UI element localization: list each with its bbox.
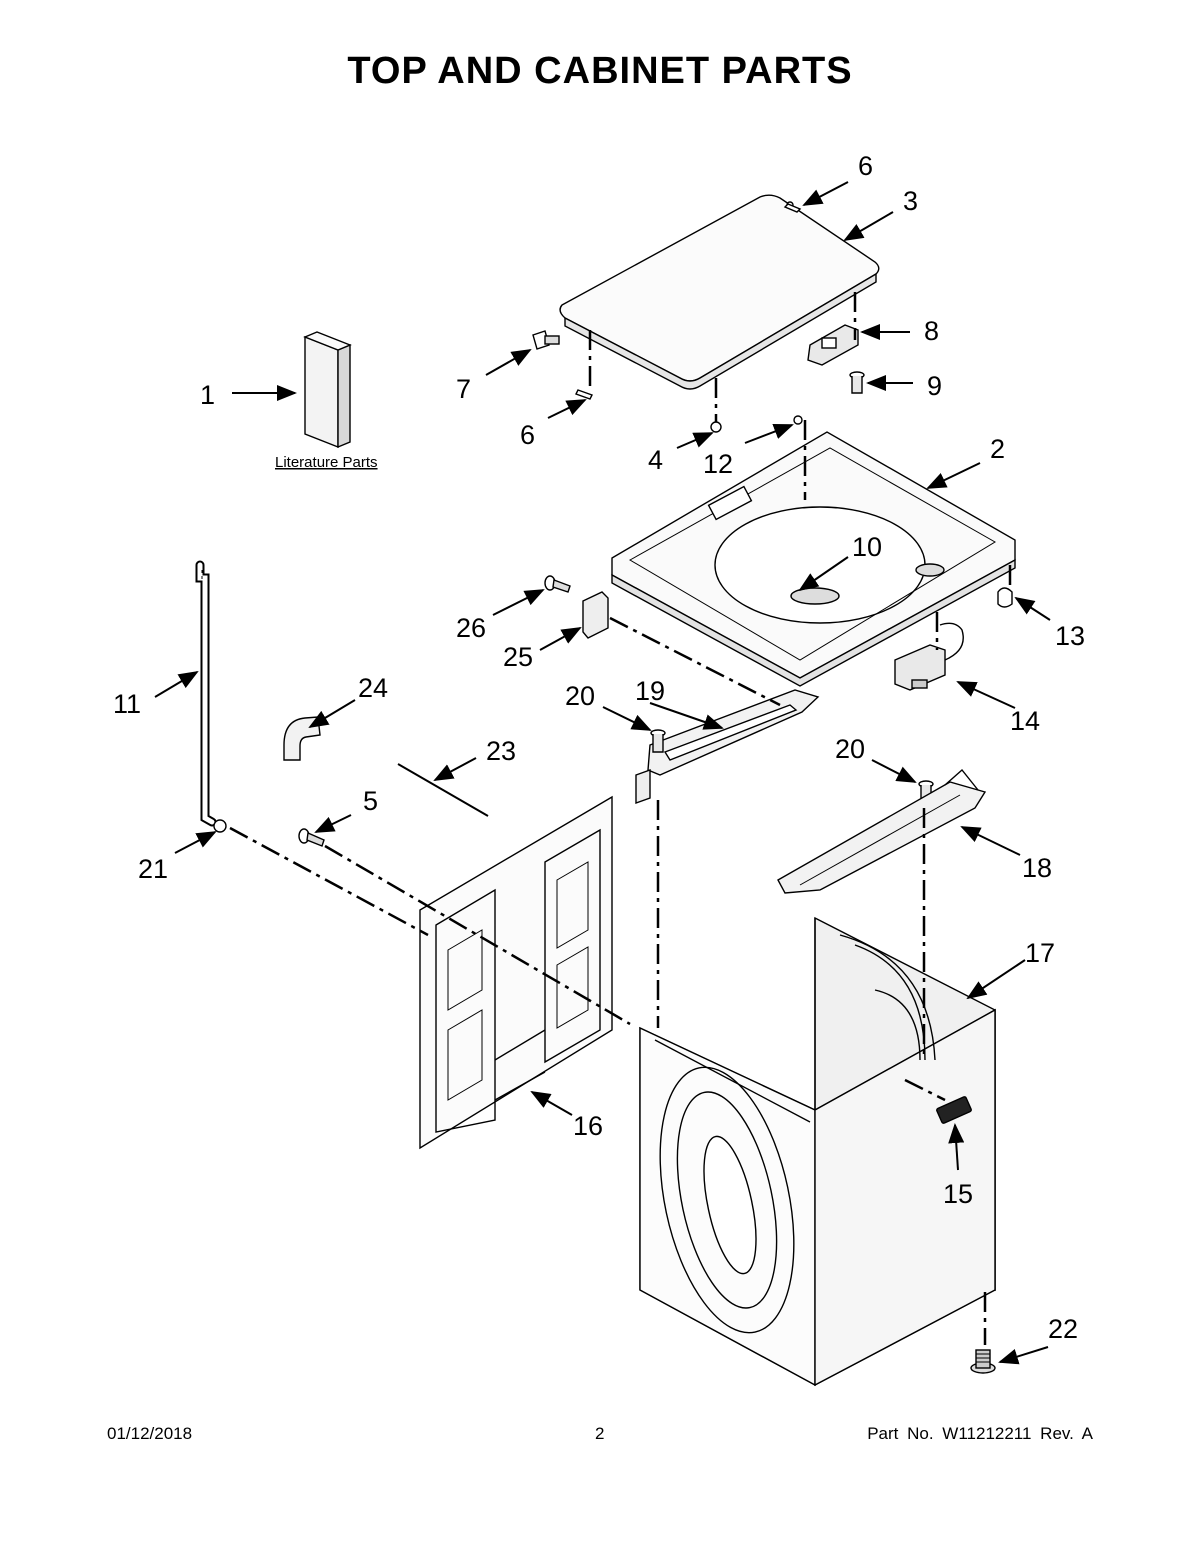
callout-5: 5 <box>363 786 378 816</box>
callout-21: 21 <box>138 854 168 884</box>
callout-15: 15 <box>943 1179 973 1209</box>
callout-6-top: 6 <box>858 151 873 181</box>
literature-parts-label: Literature Parts <box>275 454 378 471</box>
part-hinge-pin-top <box>783 203 802 213</box>
callout-labels: 1 2 3 4 5 6 6 7 8 9 10 11 12 13 14 15 16… <box>113 151 1085 1344</box>
callout-14: 14 <box>1010 706 1040 736</box>
part-screw-5 <box>298 828 325 847</box>
part-top-panel <box>611 431 1016 687</box>
footer-part-number: Part No. W11212211 Rev. A <box>867 1424 1093 1443</box>
callout-25: 25 <box>503 642 533 672</box>
part-cabinet <box>639 916 996 1387</box>
part-top-rail <box>635 689 820 804</box>
callout-26: 26 <box>456 613 486 643</box>
callout-20-right: 20 <box>835 734 865 764</box>
part-leveling-leg <box>970 1349 996 1374</box>
part-clamp-21 <box>213 819 227 833</box>
callout-24: 24 <box>358 673 388 703</box>
callout-9: 9 <box>927 371 942 401</box>
part-hinge-pin-left <box>575 389 593 400</box>
callout-23: 23 <box>486 736 516 766</box>
footer-date: 01/12/2018 <box>107 1424 193 1443</box>
part-switch-assembly <box>894 622 964 691</box>
callout-11: 11 <box>113 689 141 719</box>
callout-8: 8 <box>924 316 939 346</box>
part-clip-13 <box>997 587 1013 608</box>
callout-12: 12 <box>703 449 733 479</box>
callout-20-left: 20 <box>565 681 595 711</box>
page-title: TOP AND CABINET PARTS <box>347 50 853 92</box>
callout-13: 13 <box>1055 621 1085 651</box>
callout-10: 10 <box>852 532 882 562</box>
callout-17: 17 <box>1025 938 1055 968</box>
part-screw-20-left <box>650 729 666 753</box>
callout-6-left: 6 <box>520 420 535 450</box>
callout-2: 2 <box>990 434 1005 464</box>
part-drain-hose <box>195 560 217 827</box>
part-literature-booklet <box>303 331 352 449</box>
part-bracket-25 <box>582 591 609 639</box>
callout-22: 22 <box>1048 1314 1078 1344</box>
callout-1: 1 <box>200 380 215 410</box>
part-rear-rail <box>777 768 987 894</box>
callout-7: 7 <box>456 374 471 404</box>
callout-16: 16 <box>573 1111 603 1141</box>
callout-3: 3 <box>903 186 918 216</box>
part-badge <box>936 1096 972 1124</box>
leader-arrows <box>154 181 1051 1365</box>
part-screw-9 <box>849 371 865 394</box>
callout-19: 19 <box>635 676 665 706</box>
part-hinge-screw <box>532 330 560 350</box>
part-screw-12 <box>793 415 803 425</box>
part-rear-panel <box>419 795 613 1150</box>
part-lid-lock <box>807 324 859 366</box>
assembly-lines <box>229 292 1012 1345</box>
part-screw-26 <box>544 575 571 593</box>
part-rod-23 <box>397 763 489 817</box>
part-bumper <box>710 421 722 433</box>
callout-18: 18 <box>1022 853 1052 883</box>
callout-4: 4 <box>648 445 663 475</box>
footer-page-number: 2 <box>595 1424 605 1443</box>
